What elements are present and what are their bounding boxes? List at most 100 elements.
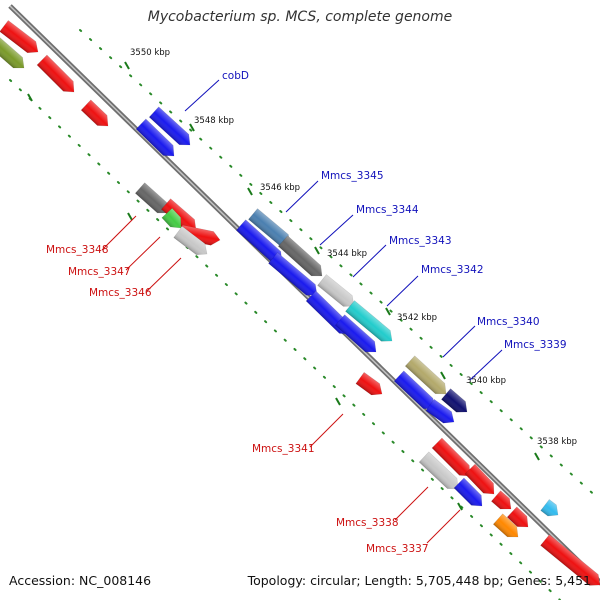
scale-tick <box>127 212 133 221</box>
leader-line-Mmcs_3337 <box>426 509 461 544</box>
gene-label-Mmcs_3347: Mmcs_3347 <box>68 266 131 278</box>
leader-line-Mmcs_3348 <box>101 215 137 251</box>
scale-label: 3548 kbp <box>194 116 234 126</box>
gene-label-cobD: cobD <box>222 70 249 82</box>
gene-arrow-shade <box>405 355 446 394</box>
gene-arrow-shade <box>419 451 459 490</box>
length-label: Length: <box>364 573 412 588</box>
leader-line-Mmcs_3346 <box>146 257 182 292</box>
gene-arrow-shade <box>493 513 518 537</box>
accession-info: Accession: NC_008146 <box>9 573 151 588</box>
gene-arrow <box>148 106 191 146</box>
gene-label-Mmcs_3339: Mmcs_3339 <box>504 339 567 351</box>
topology-label: Topology: <box>247 573 307 588</box>
gene-label-Mmcs_3348: Mmcs_3348 <box>46 244 109 256</box>
scale-tick <box>124 61 130 70</box>
gene-label-Mmcs_3344: Mmcs_3344 <box>356 204 419 216</box>
gene-arrow <box>431 437 471 477</box>
gene-arrow-shade <box>335 314 376 353</box>
gene-label-Mmcs_3345: Mmcs_3345 <box>321 170 384 182</box>
gene-arrow-shade <box>136 118 175 157</box>
scale-label: 3544 bkp <box>327 249 367 259</box>
leader-line-Mmcs_3347 <box>125 236 161 271</box>
gene-arrow-shade <box>135 182 168 213</box>
scale-tick <box>247 187 253 196</box>
gene-arrow-shade <box>0 34 25 69</box>
scale-label: 3542 kbp <box>397 313 437 323</box>
gene-arrow <box>453 477 483 507</box>
gene-arrow-shade <box>432 438 471 477</box>
gene-arrow-shade <box>37 55 74 92</box>
gene-label-Mmcs_3346: Mmcs_3346 <box>89 287 152 299</box>
gene-arrow <box>161 207 182 229</box>
scale-label: 3550 kbp <box>130 48 170 58</box>
gene-arrow-shade <box>173 226 208 255</box>
leader-line-Mmcs_3339 <box>469 349 503 381</box>
scale-tick <box>534 452 540 461</box>
gene-arrow <box>345 300 393 342</box>
gene-arrow <box>441 388 468 413</box>
gene-arrow-shade <box>345 300 393 342</box>
gene-arrow-shade <box>540 499 559 517</box>
gene-arrow-shade <box>394 370 434 409</box>
gene-arrow <box>540 499 559 517</box>
gene-label-Mmcs_3342: Mmcs_3342 <box>421 264 484 276</box>
gene-label-Mmcs_3343: Mmcs_3343 <box>389 235 452 247</box>
gene-arrow-shade <box>355 372 383 395</box>
leader-line-Mmcs_3343 <box>352 244 387 278</box>
topology-value: circular <box>310 573 357 588</box>
scale-label: 3538 kbp <box>537 437 577 447</box>
gene-arrow-shade <box>0 20 38 53</box>
gene-arrow-shade <box>149 106 190 145</box>
scale-tick <box>457 502 463 511</box>
gene-arrow-shade <box>425 399 455 424</box>
gene-arrow <box>464 463 495 495</box>
gene-arrow-shade <box>161 208 181 228</box>
gene-arrow <box>36 54 75 93</box>
gene-arrow <box>173 226 208 256</box>
gene-arrow-shade <box>278 235 323 276</box>
gene-arrow-shade <box>236 219 283 263</box>
map-title: Mycobacterium sp. MCS, complete genome <box>147 9 453 25</box>
genes-label: Genes: <box>507 573 552 588</box>
gene-label-Mmcs_3338: Mmcs_3338 <box>336 517 399 529</box>
gene-arrow-shade <box>454 478 483 507</box>
scale-tick <box>385 307 391 316</box>
guide-lines <box>9 29 600 600</box>
gene-arrow <box>404 355 447 395</box>
gene-arrow-shade <box>540 534 600 586</box>
leader-line-Mmcs_3341 <box>309 413 344 448</box>
leader-line-Mmcs_3344 <box>319 214 354 246</box>
gene-arrow <box>135 118 175 157</box>
gene-label-Mmcs_3341: Mmcs_3341 <box>252 443 315 455</box>
gene-arrow <box>506 506 529 528</box>
gene-arrow <box>355 371 383 396</box>
gene-arrow-shade <box>248 208 290 246</box>
gene-arrow <box>277 235 323 277</box>
gene-arrow <box>317 274 355 307</box>
gene-arrow <box>418 451 459 490</box>
gene-arrow <box>134 182 169 214</box>
gene-arrow <box>490 490 512 510</box>
accession-label: Accession: <box>9 573 76 588</box>
scale-ticks <box>27 61 540 511</box>
gene-arrow <box>268 252 318 296</box>
leader-line-Mmcs_3338 <box>394 486 429 521</box>
leader-line-Mmcs_3345 <box>285 180 319 213</box>
leader-line-Mmcs_3342 <box>386 275 419 307</box>
scale-tick <box>314 246 320 255</box>
gene-arrow-shade <box>81 99 108 127</box>
gene-arrow-shade <box>268 252 317 296</box>
leader-lines <box>101 79 503 544</box>
guide-line <box>79 29 600 501</box>
accession-value: NC_008146 <box>79 573 152 588</box>
gene-arrow-shade <box>161 198 197 231</box>
gene-arrow-shade <box>507 506 529 528</box>
scale-tick <box>335 397 341 406</box>
genes-value: 5,451 <box>555 573 591 588</box>
gene-arrow <box>540 534 600 586</box>
genome-stats: Topology: circular; Length: 5,705,448 bp… <box>247 573 591 588</box>
scale-label: 3540 kbp <box>466 376 506 386</box>
gene-arrow <box>334 314 377 353</box>
